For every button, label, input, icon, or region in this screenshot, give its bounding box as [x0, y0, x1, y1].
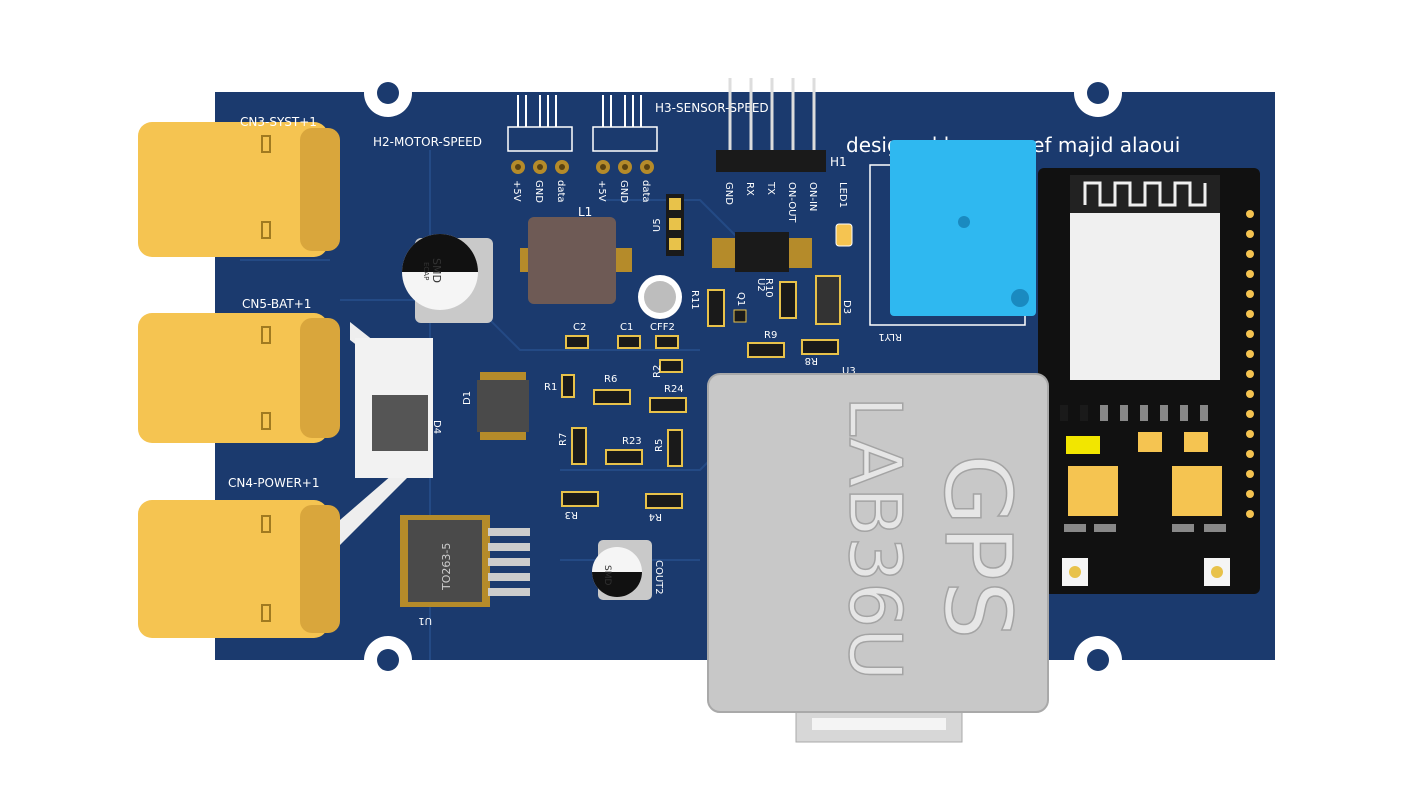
label-cff2: CFF2 [650, 322, 675, 333]
resistor-r24 [649, 397, 687, 413]
label-cn4: CN4-POWER+1 [228, 476, 319, 490]
led1 [835, 223, 853, 247]
label-cn3: CN3-SYST+1 [240, 115, 317, 129]
relay-rly1[interactable] [890, 140, 1036, 316]
resistor-r4 [645, 493, 683, 509]
diode-d1 [477, 372, 529, 440]
pin-label: TX [765, 181, 776, 195]
header-h3[interactable] [592, 95, 658, 174]
resistor-r1 [561, 374, 575, 398]
label-cout2: COUT2 [653, 560, 664, 595]
pin-label: ON-IN [807, 182, 818, 211]
resistor-r6 [593, 389, 631, 405]
label-d3: D3 [841, 300, 852, 314]
capacitor-cout2 [592, 540, 652, 600]
label-r7: R7 [558, 433, 569, 446]
label-u2: U2 [755, 278, 766, 292]
label-r11: R11 [689, 290, 700, 310]
connector-cn5[interactable] [138, 313, 340, 443]
label-r1: R1 [544, 382, 557, 393]
label-r2: R2 [652, 365, 663, 378]
label-u5: U5 [652, 218, 663, 232]
label-r3: R3 [565, 509, 578, 520]
resistor-r9 [747, 342, 785, 358]
label-h2: H2-MOTOR-SPEED [373, 135, 482, 149]
label-smd: SMD [430, 258, 443, 283]
wifi-module[interactable] [1038, 168, 1260, 594]
gps-model: LAB36U [833, 396, 917, 681]
pin-label: GND [618, 180, 629, 203]
pin-label: data [640, 180, 651, 203]
regulator-u5 [666, 194, 684, 256]
label-cout2-smd: SMD [602, 565, 612, 585]
capacitor-cff2 [655, 335, 679, 349]
label-r23: R23 [622, 436, 642, 447]
regulator-u1 [400, 515, 530, 607]
label-r24: R24 [664, 384, 684, 395]
inductor-l1 [520, 217, 632, 304]
label-u1: U1 [418, 615, 432, 626]
pin-label: GND [533, 180, 544, 203]
pin-label: ON-OUT [786, 182, 797, 223]
label-c1: C1 [620, 322, 633, 333]
label-r5: R5 [654, 439, 665, 452]
diode-d4 [372, 395, 428, 451]
pin-label: GND [723, 182, 734, 205]
header-h1[interactable] [716, 78, 826, 172]
label-l1: L1 [578, 205, 592, 219]
label-ecap: ECAP [422, 262, 430, 280]
label-to263: TO263-5 [440, 543, 453, 591]
resistor-r5 [667, 429, 683, 467]
resistor-r2 [659, 359, 683, 373]
resistor-r10 [779, 281, 797, 319]
label-rly1: RLY1 [878, 331, 902, 342]
chip-u2 [712, 232, 812, 272]
label-h1: H1 [830, 155, 847, 169]
diode-d3 [815, 275, 841, 325]
label-r9: R9 [764, 330, 777, 341]
label-r4: R4 [649, 511, 662, 522]
resistor-r8 [801, 339, 839, 355]
header-h2[interactable] [507, 95, 573, 174]
label-cn5: CN5-BAT+1 [242, 297, 311, 311]
label-r6: R6 [604, 374, 617, 385]
capacitor-c1 [617, 335, 641, 349]
label-u3: U3 [842, 366, 856, 377]
label-r10: R10 [763, 278, 774, 298]
label-c2: C2 [573, 322, 586, 333]
resistor-r7 [571, 427, 587, 465]
label-r8: R8 [805, 355, 818, 366]
transistor-q1 [733, 309, 747, 323]
gps-label: GPS [924, 454, 1031, 639]
capacitor-c2 [565, 335, 589, 349]
pin-label: RX [744, 182, 755, 196]
connector-cn4[interactable] [138, 500, 340, 638]
capacitor-ecap [402, 234, 493, 323]
pin-label: +5V [511, 180, 522, 202]
label-q1: Q1 [735, 292, 746, 306]
connector-cn3[interactable] [138, 122, 340, 257]
label-led1: LED1 [837, 182, 848, 208]
label-d4: D4 [431, 420, 442, 434]
pin-label: data [555, 180, 566, 203]
resistor-r11 [707, 289, 725, 327]
resistor-r3 [561, 491, 599, 507]
resistor-r23 [605, 449, 643, 465]
pin-label: +5V [596, 180, 607, 202]
label-d1: D1 [462, 391, 473, 405]
gps-module[interactable] [707, 373, 1049, 743]
label-h3: H3-SENSOR-SPEED [655, 101, 769, 115]
